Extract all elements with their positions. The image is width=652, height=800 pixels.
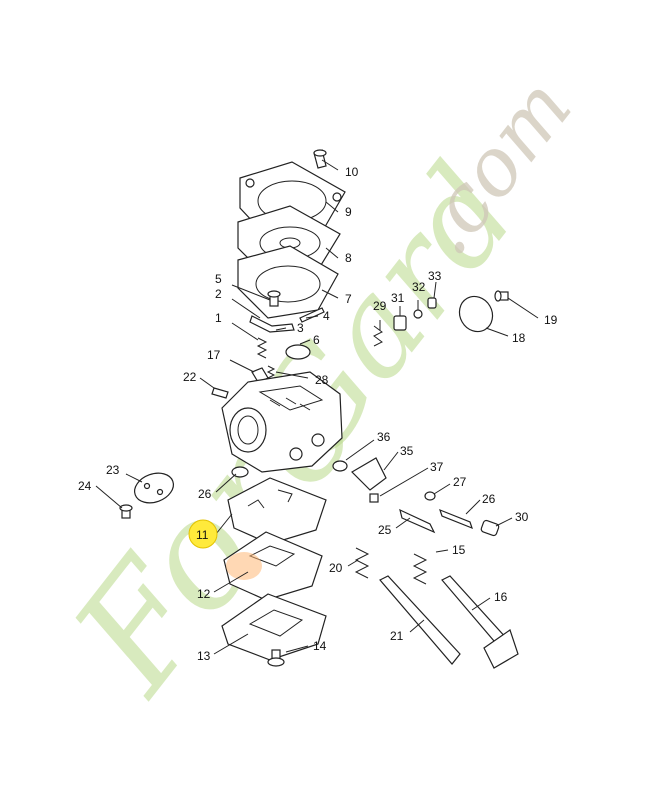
shaft-21 xyxy=(379,575,461,665)
screw-37 xyxy=(369,493,379,503)
cover-23 xyxy=(134,472,174,504)
spring-1 xyxy=(256,337,268,359)
callout-1: 1 xyxy=(215,311,222,325)
callout-34: 33 xyxy=(428,269,442,283)
callout-15: 15 xyxy=(452,543,466,557)
callout-14: 14 xyxy=(313,639,327,653)
callout-4: 4 xyxy=(323,309,330,323)
callout-24: 24 xyxy=(78,479,92,493)
callout-37: 37 xyxy=(430,460,444,474)
highlight-marker xyxy=(188,519,218,549)
callout-10: 10 xyxy=(345,165,359,179)
leader-lines xyxy=(95,159,539,655)
callout-13: 13 xyxy=(197,649,211,663)
callout-25: 25 xyxy=(378,523,392,537)
callout-31: 29 xyxy=(373,299,387,313)
callout-20: 20 xyxy=(329,561,343,575)
callout-36: 36 xyxy=(377,430,391,444)
spring-15 xyxy=(412,553,428,585)
diaphragm-12 xyxy=(223,531,323,601)
plug-6 xyxy=(285,344,311,360)
callout-32: 31 xyxy=(391,291,405,305)
callout-18: 18 xyxy=(512,331,526,345)
callout-5: 5 xyxy=(215,272,222,286)
needle-26 xyxy=(439,508,473,530)
callout-23: 23 xyxy=(106,463,120,477)
callout-8: 8 xyxy=(345,251,352,265)
screw-24 xyxy=(119,504,133,519)
callout-19: 19 xyxy=(544,313,558,327)
callout-7: 7 xyxy=(345,292,352,306)
plate-18 xyxy=(458,295,494,333)
ball-33 xyxy=(413,309,423,319)
callout-11: 11 xyxy=(196,528,209,542)
callout-3: 3 xyxy=(297,321,304,335)
jet-32 xyxy=(393,315,407,331)
end-cover-13 xyxy=(221,593,327,661)
callout-28: 26 xyxy=(198,487,212,501)
needle-25 xyxy=(399,508,436,534)
lever-2 xyxy=(249,315,295,333)
screw-29 xyxy=(266,365,276,379)
fitting-35 xyxy=(351,457,387,491)
carburetor-body xyxy=(221,371,343,473)
callout-17: 17 xyxy=(207,348,221,362)
screw-5 xyxy=(267,290,281,307)
spring-20 xyxy=(354,547,370,579)
callout-30: 30 xyxy=(515,510,529,524)
callout-33: 32 xyxy=(412,280,426,294)
callout-35: 35 xyxy=(400,444,414,458)
callout-6: 6 xyxy=(313,333,320,347)
pin-4 xyxy=(299,307,325,323)
callout-9: 9 xyxy=(345,205,352,219)
callout-labels: 10 9 8 7 4 5 2 1 3 6 28 17 22 29 31 32 3… xyxy=(78,165,558,663)
bushing-30 xyxy=(480,519,500,537)
gasket-11 xyxy=(227,477,327,545)
callout-26: 26 xyxy=(482,492,496,506)
screw-19 xyxy=(494,290,509,302)
plug-34 xyxy=(427,297,437,309)
callout-22: 22 xyxy=(183,370,197,384)
screw-14 xyxy=(267,649,285,667)
callout-29: 28 xyxy=(315,373,329,387)
clip-22 xyxy=(211,387,229,399)
clip-17 xyxy=(251,367,269,383)
callout-2: 2 xyxy=(215,287,222,301)
callout-16: 16 xyxy=(494,590,508,604)
callout-27: 27 xyxy=(453,475,467,489)
oring-36 xyxy=(332,460,348,472)
oring-27 xyxy=(424,491,436,501)
callout-12: 12 xyxy=(197,587,211,601)
shaft-16 xyxy=(441,575,519,669)
spring-31 xyxy=(373,325,383,347)
callout-21: 21 xyxy=(390,629,404,643)
